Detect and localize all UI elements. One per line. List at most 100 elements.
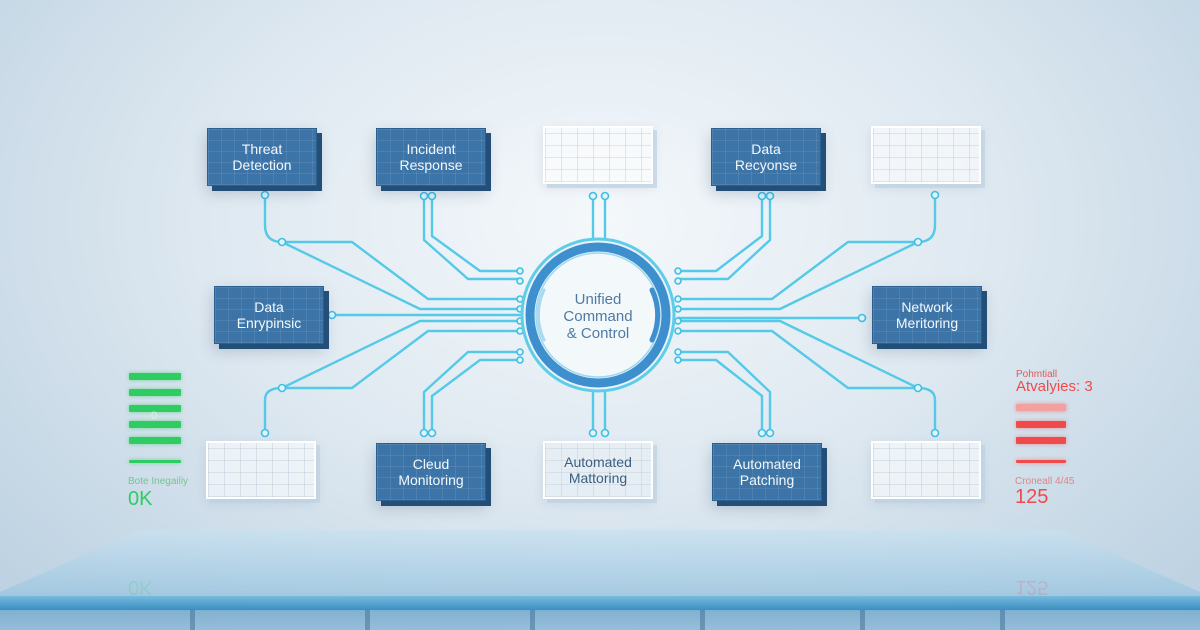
wire	[676, 190, 937, 301]
module-label: Meritoring	[895, 315, 959, 331]
wire	[430, 358, 522, 435]
module-network-monitoring[interactable]: Network Meritoring	[872, 286, 982, 344]
wire	[430, 193, 522, 273]
glass-table-base	[0, 610, 1200, 630]
wire	[263, 190, 520, 301]
gauge-title: Atvalyies: 3	[1016, 378, 1093, 395]
module-label: Network	[901, 299, 953, 315]
connector-dot	[427, 191, 437, 201]
module-label: Recyonse	[734, 157, 798, 173]
wire	[676, 358, 764, 435]
reflection-right-value: 125	[1015, 576, 1049, 598]
hub-line: Unified	[574, 291, 622, 308]
connector-dot	[419, 191, 429, 201]
gauge-bar	[129, 437, 181, 444]
connector-dot	[674, 267, 682, 275]
connector-dot	[857, 313, 867, 323]
module-threat-detection[interactable]: Threat Detection	[207, 128, 317, 186]
module-label: Detection	[232, 157, 292, 173]
table-leg	[190, 610, 195, 630]
module-blank[interactable]	[206, 441, 316, 499]
module-blank[interactable]	[871, 126, 981, 184]
gauge-bar	[1016, 404, 1066, 411]
connector-dot	[674, 348, 682, 356]
gauge-divider	[129, 460, 181, 463]
module-label: Data	[751, 141, 781, 157]
connector-dot	[674, 305, 682, 313]
module-automated-monitoring[interactable]: Automated Mattoring	[543, 441, 653, 499]
connector-dot	[516, 356, 524, 364]
module-automated-patching[interactable]: Automated Patching	[712, 443, 822, 501]
connector-dot	[913, 237, 923, 247]
gauge-bar	[129, 405, 181, 412]
wire	[280, 240, 520, 311]
connector-dot	[674, 295, 682, 303]
module-incident-response[interactable]: Incident Response	[376, 128, 486, 186]
connector-dot	[674, 356, 682, 364]
hub-label: Unified Command & Control	[533, 291, 663, 342]
module-blank[interactable]	[871, 441, 981, 499]
connector-dot	[765, 191, 775, 201]
module-label: Mattoring	[568, 470, 628, 486]
connector-dot	[674, 317, 682, 325]
gauge-title: Pohmtiall	[1016, 369, 1058, 380]
wire	[422, 193, 520, 281]
glass-table-edge	[0, 596, 1200, 610]
connector-dot	[277, 237, 287, 247]
gauge-bar	[129, 421, 181, 428]
gauge-label: Bote Inegailiy	[128, 476, 189, 487]
connector-dot	[913, 383, 923, 393]
module-blank[interactable]	[543, 126, 653, 184]
connector-dot	[260, 190, 270, 200]
connector-dot	[765, 428, 775, 438]
table-leg	[1000, 610, 1005, 630]
table-leg	[700, 610, 705, 630]
connector-dot	[277, 383, 287, 393]
gauge-center-digit: 0	[151, 410, 158, 422]
wire	[422, 350, 520, 435]
wire	[676, 193, 764, 273]
module-label: Enrypinsic	[236, 315, 302, 331]
wire	[676, 240, 920, 311]
module-label: Cleud	[412, 456, 450, 472]
connector-dot	[588, 191, 598, 201]
table-leg	[860, 610, 865, 630]
hub-line: Command	[563, 308, 633, 325]
connector-dot	[516, 267, 524, 275]
connector-dot	[260, 428, 270, 438]
connector-dot	[516, 277, 524, 285]
wire	[280, 319, 520, 390]
module-label: Monitoring	[398, 472, 464, 488]
gauge-value: 125	[1015, 486, 1049, 508]
gauge-bar	[1016, 437, 1066, 444]
gauge-bar	[129, 389, 181, 396]
module-label: Automated	[564, 454, 632, 470]
connector-dot	[427, 428, 437, 438]
module-label: Data	[254, 299, 284, 315]
module-label: Threat	[241, 141, 283, 157]
module-cloud-monitoring[interactable]: Cleud Monitoring	[376, 443, 486, 501]
module-label: Response	[399, 157, 463, 173]
wire	[676, 329, 937, 435]
module-data-encryption[interactable]: Data Enrypinsic	[214, 286, 324, 344]
wire	[263, 329, 520, 435]
module-data-recovery[interactable]: Data Recyonse	[711, 128, 821, 186]
gauge-value: 0K	[128, 488, 153, 510]
table-leg	[365, 610, 370, 630]
module-label: Automated	[733, 456, 801, 472]
module-label: Patching	[739, 472, 795, 488]
connector-dot	[674, 277, 682, 285]
gauge-divider	[1016, 460, 1066, 463]
gauge-bar	[1016, 421, 1066, 428]
connector-dot	[600, 428, 610, 438]
module-label: Incident	[406, 141, 456, 157]
wire	[676, 193, 772, 281]
connector-dot	[600, 191, 610, 201]
connector-dot	[516, 348, 524, 356]
gauge-bar	[129, 373, 181, 380]
gauge-label: Croneall 4/45	[1015, 476, 1075, 487]
table-leg	[530, 610, 535, 630]
connector-dot	[930, 190, 940, 200]
